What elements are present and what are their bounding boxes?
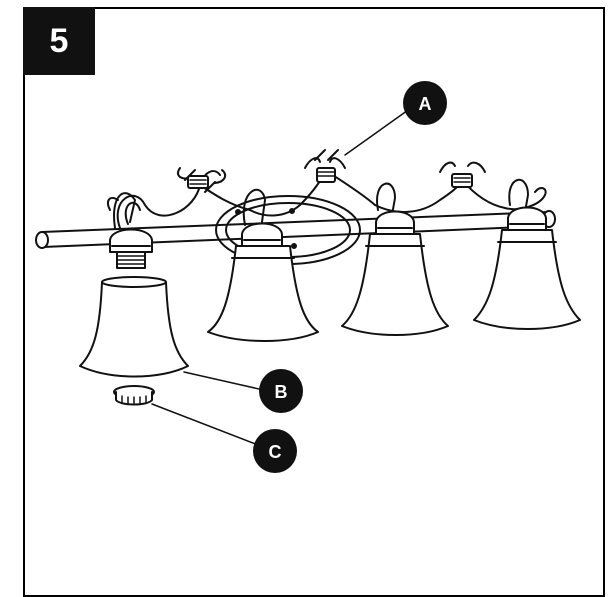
callout-b: B [259, 369, 303, 413]
loose-shade-ring [113, 385, 155, 406]
callout-c: C [253, 429, 297, 473]
callout-a-label: A [419, 94, 432, 114]
scroll-arms [107, 149, 547, 229]
callout-c-label: C [269, 442, 282, 462]
fixture-illustration: A B C [35, 81, 581, 473]
callout-b-label: B [275, 382, 288, 402]
installed-shades [207, 229, 581, 342]
loose-glass-shade [79, 276, 189, 378]
socket-hooks [113, 178, 529, 229]
callout-a: A [403, 81, 447, 125]
sockets [109, 206, 547, 269]
step-number-badge: 5 [23, 7, 95, 75]
